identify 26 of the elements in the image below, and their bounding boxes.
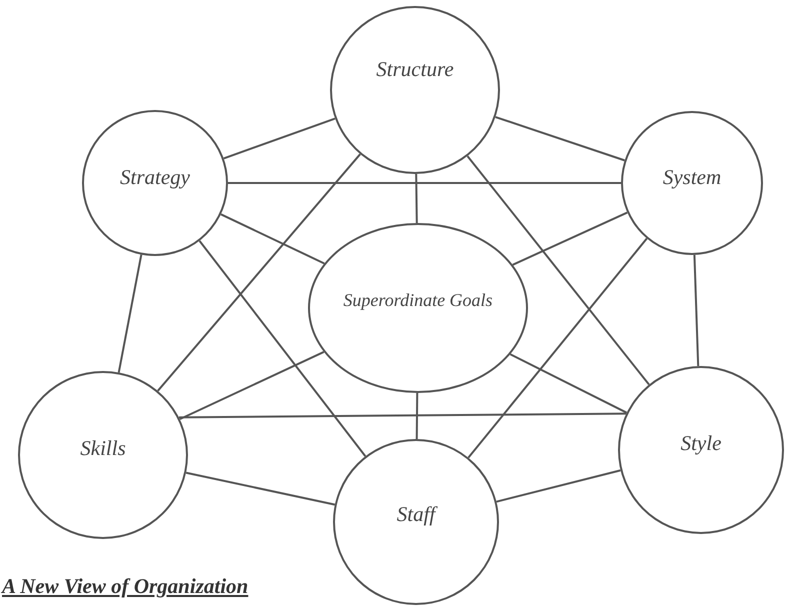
connector-line bbox=[693, 254, 700, 366]
connector-line bbox=[178, 412, 626, 418]
connector-line bbox=[157, 154, 361, 392]
connector-line bbox=[220, 213, 325, 264]
connector-line bbox=[415, 174, 418, 224]
connector-line bbox=[466, 155, 650, 386]
connector-line bbox=[118, 254, 142, 373]
node-label: System bbox=[662, 165, 722, 191]
connector-line bbox=[496, 469, 621, 503]
node-label: Skills bbox=[80, 436, 126, 462]
connector-line bbox=[223, 118, 336, 160]
connector-line bbox=[510, 353, 628, 414]
node-label: Superordinate Goals bbox=[343, 290, 493, 312]
node-label: Strategy bbox=[120, 165, 190, 191]
caption: A New View of Organization bbox=[2, 574, 248, 599]
node-label: Structure bbox=[376, 57, 454, 83]
connector-line bbox=[179, 351, 324, 420]
connector-line bbox=[198, 240, 366, 457]
connector-line bbox=[228, 182, 621, 184]
connector-line bbox=[416, 392, 418, 440]
connector-line bbox=[495, 116, 625, 162]
connector-line bbox=[186, 472, 336, 506]
node-label: Style bbox=[680, 431, 722, 457]
node-label: Staff bbox=[396, 502, 436, 528]
connector-line bbox=[468, 238, 648, 458]
connector-line bbox=[512, 212, 628, 266]
